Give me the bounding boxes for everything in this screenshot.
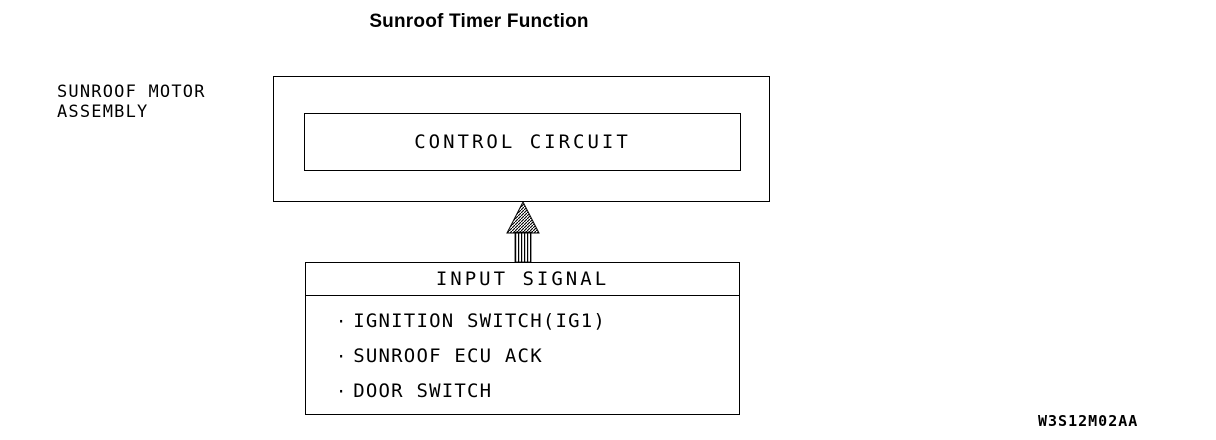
motor-assembly-label: SUNROOF MOTOR ASSEMBLY	[57, 82, 206, 122]
control-circuit-box: CONTROL CIRCUIT	[304, 113, 741, 171]
bullet-icon: ·	[336, 347, 347, 367]
motor-assembly-label-line1: SUNROOF MOTOR	[57, 82, 206, 102]
motor-assembly-label-line2: ASSEMBLY	[57, 102, 149, 122]
bullet-icon: ·	[336, 312, 347, 332]
motor-assembly-box: CONTROL CIRCUIT	[273, 76, 770, 202]
list-item: · SUNROOF ECU ACK	[336, 345, 739, 380]
list-item-label: IGNITION SWITCH(IG1)	[353, 310, 607, 332]
list-item: · IGNITION SWITCH(IG1)	[336, 310, 739, 345]
page-title: Sunroof Timer Function	[369, 11, 589, 32]
figure-code: W3S12M02AA	[1038, 412, 1139, 430]
input-signal-list: · IGNITION SWITCH(IG1) · SUNROOF ECU ACK…	[306, 296, 739, 415]
signal-flow-arrow-icon	[503, 201, 543, 263]
list-item-label: DOOR SWITCH	[353, 380, 493, 402]
input-signal-header: INPUT SIGNAL	[306, 263, 739, 296]
input-signal-title: INPUT SIGNAL	[435, 268, 610, 290]
list-item: · DOOR SWITCH	[336, 380, 739, 415]
input-signal-box: INPUT SIGNAL · IGNITION SWITCH(IG1) · SU…	[305, 262, 740, 415]
bullet-icon: ·	[336, 382, 347, 402]
control-circuit-label: CONTROL CIRCUIT	[414, 131, 631, 153]
list-item-label: SUNROOF ECU ACK	[353, 345, 543, 367]
